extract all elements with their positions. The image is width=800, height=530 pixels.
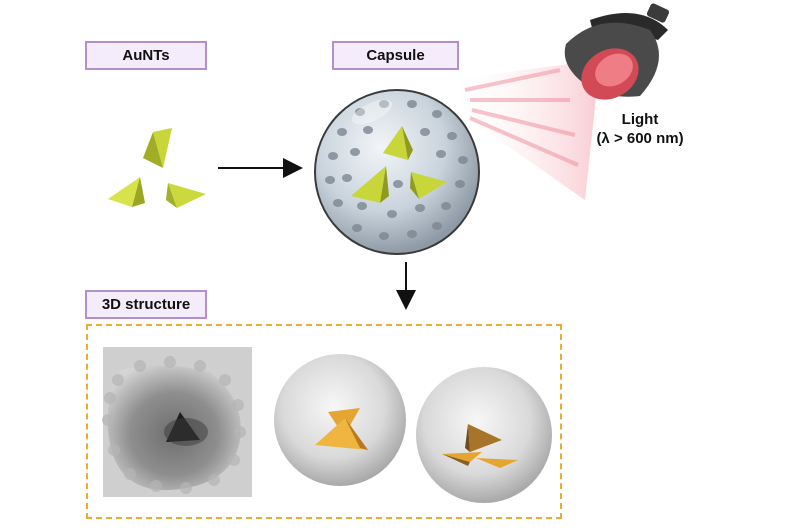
capsule-sphere-icon [314,89,480,255]
light-caption: Light (λ > 600 nm) [585,110,695,148]
light-wavelength: (λ > 600 nm) [596,130,684,147]
light-beam-stripes [464,68,579,167]
nanotriangle-icon [166,183,206,208]
nanotriangle-icon [351,166,389,203]
structure-sphere-2 [416,367,552,503]
aunts-label: AuNTs [85,41,207,70]
light-beam [448,60,600,200]
nanotriangle-icon [410,172,447,199]
lamp-icon [564,3,670,100]
nanotriangle-icon [315,408,368,450]
nanotriangle-icon [143,128,172,168]
tem-image-icon [102,347,252,497]
nanotriangle-icon [442,424,518,468]
structure-label: 3D structure [85,290,207,319]
light-title: Light [621,111,659,128]
nanotriangle-icon [108,177,145,207]
nanotriangle-icon [383,126,413,160]
structure-frame [86,324,562,519]
structure-sphere-1 [274,354,406,486]
free-nanotriangles [108,128,206,208]
capsule-label: Capsule [332,41,459,70]
